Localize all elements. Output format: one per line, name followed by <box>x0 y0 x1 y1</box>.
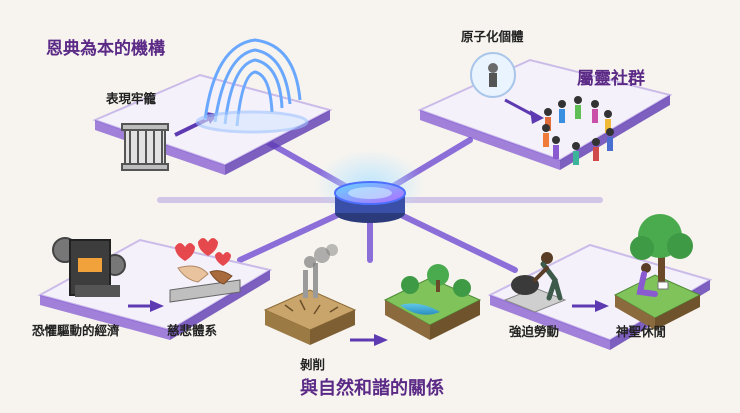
caption-fear-economy: 恐懼驅動的經濟 <box>32 323 120 338</box>
caption-sacred-leisure: 神聖休閒 <box>616 324 667 339</box>
factory-machine-icon <box>52 237 126 297</box>
arrow-head-icon-4 <box>374 334 388 346</box>
caption-atomized-individual: 原子化個體 <box>461 29 524 44</box>
caption-compassion-system: 慈悲體系 <box>167 323 218 338</box>
title-harmony-with-nature: 與自然和諧的關係 <box>300 378 444 399</box>
arrow-line-2 <box>504 98 536 118</box>
title-spiritual-community: 屬靈社群 <box>577 69 645 89</box>
helping-hands-icon <box>169 238 241 303</box>
caption-exploitation: 剝削 <box>300 357 326 372</box>
bubble-person-icon <box>470 52 516 98</box>
cage-icon <box>121 123 169 171</box>
arrow-head-icon-2 <box>530 110 544 124</box>
polluted-land-icon <box>263 244 357 345</box>
central-hub-icon <box>315 150 425 223</box>
arrow-head-icon-5 <box>595 300 609 312</box>
green-island-icon <box>383 264 482 340</box>
arrow-head-icon-3 <box>150 300 164 312</box>
people-circle-icon <box>542 96 614 165</box>
person-reading-under-tree-icon <box>613 214 702 330</box>
title-grace-institutions: 恩典為本的機構 <box>46 39 165 59</box>
caption-performance-cage: 表現牢籠 <box>106 91 157 106</box>
glass-arch-icon <box>195 38 309 134</box>
person-pushing-rock-icon <box>503 252 567 313</box>
caption-forced-labor: 強迫勞動 <box>509 324 560 339</box>
